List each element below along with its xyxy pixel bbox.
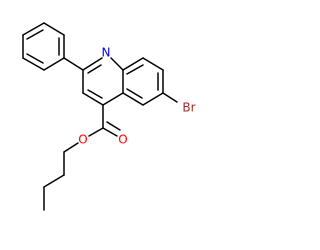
- bond-ester-o-c1: [63, 142, 79, 153]
- bond-c4a-c4: [102, 92, 124, 106]
- bond-butyl-c2-c3: [43, 174, 65, 188]
- bond-phenyl-1: [43, 22, 65, 36]
- bond-c8-c7: [142, 57, 164, 71]
- atom-label-carbonyl-oxygen: O: [118, 133, 127, 147]
- atom-label-ester-oxygen: O: [78, 133, 87, 147]
- bond-phenyl-4-inner: [26, 53, 44, 64]
- bond-c6-c5: [142, 92, 164, 106]
- bond-carbonyl-o-1: [102, 127, 118, 137]
- bond-c2-n1: [82, 57, 103, 71]
- bond-c6-br: [162, 92, 178, 103]
- bond-c2-n1-inner: [87, 64, 102, 74]
- bond-c5-c4a: [122, 92, 144, 106]
- bond-phenyl-to-c2: [63, 57, 84, 71]
- bond-phenyl-5: [43, 57, 65, 71]
- bond-c8a-c8: [122, 57, 144, 71]
- bond-phenyl-4: [22, 57, 45, 71]
- bond-c5-c4a-inner: [126, 88, 143, 99]
- bond-carbonyl-o-2: [106, 121, 121, 131]
- bond-c8a-c8-inner: [126, 64, 144, 75]
- bond-c4-c3: [82, 92, 104, 106]
- atom-label-bromine: Br: [182, 101, 195, 115]
- bond-layer: [22, 22, 178, 211]
- bond-carbonyl-ester-o: [88, 127, 104, 137]
- bond-c4-c3-inner: [87, 89, 103, 99]
- atom-label-nitrogen: N: [102, 46, 111, 60]
- bond-n1-c8a: [110, 57, 124, 71]
- chemical-structure: N Br O O: [22, 22, 196, 211]
- atom-layer: N Br O O: [78, 46, 195, 147]
- bond-phenyl-2-inner: [26, 29, 44, 40]
- bond-phenyl-2: [22, 22, 45, 36]
